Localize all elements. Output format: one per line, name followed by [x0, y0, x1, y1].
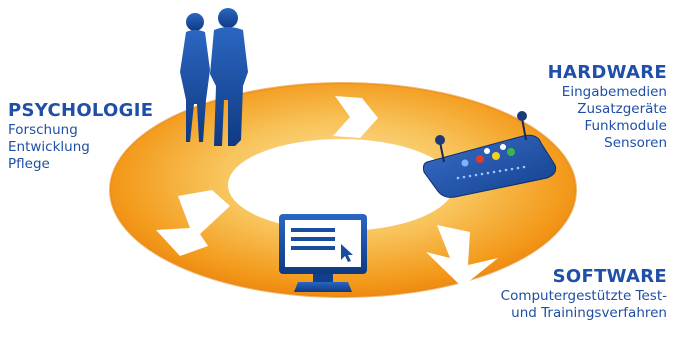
- software-block: SOFTWARE Computergestützte Test- und Tra…: [501, 266, 667, 322]
- hardware-block: HARDWARE Eingabemedien Zusatzgeräte Funk…: [548, 62, 667, 152]
- cycle-arrow-right: [426, 225, 498, 287]
- psychologie-item: Entwicklung: [8, 139, 90, 155]
- psychologie-item: Pflege: [8, 156, 50, 172]
- psychologie-block: PSYCHOLOGIE Forschung Entwicklung Pflege: [8, 100, 153, 173]
- cycle-arrow-left: [156, 190, 230, 256]
- people-silhouette-icon: [180, 8, 248, 146]
- hardware-item: Eingabemedien: [561, 84, 667, 100]
- cycle-arrow-top: [333, 96, 378, 138]
- hardware-title: HARDWARE: [547, 62, 667, 83]
- hardware-item: Sensoren: [604, 135, 667, 151]
- hardware-item: Funkmodule: [584, 118, 667, 134]
- computer-monitor-icon: [279, 214, 367, 292]
- controller-device-icon: [422, 111, 557, 198]
- software-item: Computergestützte Test-: [500, 288, 667, 304]
- psychologie-title: PSYCHOLOGIE: [8, 100, 154, 121]
- psychologie-item: Forschung: [8, 122, 78, 138]
- hardware-item: Zusatzgeräte: [577, 101, 667, 117]
- software-item: und Trainingsverfahren: [511, 305, 667, 321]
- software-title: SOFTWARE: [552, 266, 667, 287]
